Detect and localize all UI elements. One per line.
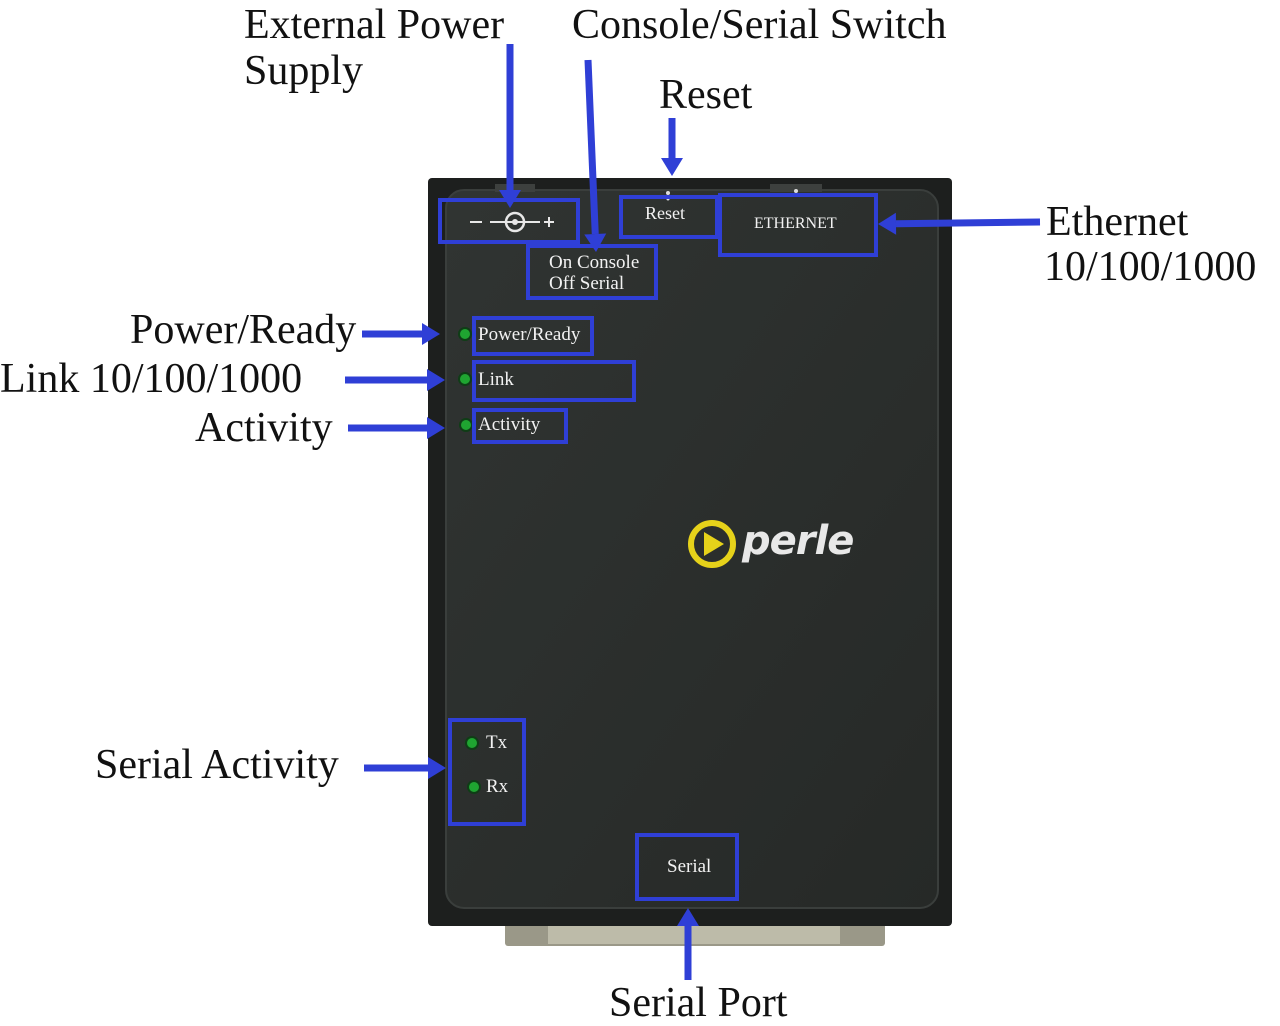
power-jack-symbol — [470, 211, 554, 233]
callout-activity: Activity — [195, 405, 333, 451]
callout-external-power-supply-line1: External Power — [244, 2, 505, 48]
box-ethernet — [718, 193, 878, 257]
callout-ethernet-line2: 10/100/1000 — [1044, 244, 1257, 290]
box-serial-activity — [448, 718, 526, 826]
panel-ethernet-label: ETHERNET — [754, 215, 837, 232]
box-activity — [472, 408, 568, 444]
perle-wordmark: perle — [742, 518, 854, 564]
panel-reset-label: Reset — [645, 203, 685, 223]
panel-switch-on-console: On Console — [549, 252, 640, 273]
arrow-activity — [348, 417, 445, 439]
arrow-reset — [661, 118, 683, 176]
arrow-serial-activity — [364, 757, 446, 779]
callout-console-serial-switch: Console/Serial Switch — [572, 2, 947, 48]
box-serial — [635, 833, 739, 901]
arrow-ethernet — [878, 212, 1041, 235]
perle-logo — [688, 520, 736, 568]
callout-link: Link 10/100/1000 — [0, 356, 303, 402]
panel-led-power-ready: Power/Ready — [478, 324, 581, 345]
panel-led-tx: Tx — [486, 732, 508, 753]
arrow-power-ready — [362, 323, 440, 345]
arrow-console-switch — [584, 59, 607, 252]
panel-serial-label: Serial — [667, 856, 712, 877]
panel-led-link: Link — [478, 369, 514, 390]
box-link — [472, 360, 636, 402]
callout-serial-port: Serial Port — [609, 980, 788, 1026]
callout-serial-activity: Serial Activity — [95, 742, 339, 788]
box-power-ready — [472, 316, 594, 356]
arrow-external-power — [499, 44, 521, 208]
callout-external-power-supply-line2: Supply — [244, 48, 364, 94]
arrow-link — [345, 369, 445, 391]
panel-led-rx: Rx — [486, 776, 509, 797]
panel-switch-off-serial: Off Serial — [549, 273, 625, 294]
panel-led-activity: Activity — [478, 414, 541, 435]
callout-ethernet-line1: Ethernet — [1046, 199, 1189, 245]
callout-power-ready: Power/Ready — [130, 307, 357, 353]
arrow-serial-port — [677, 908, 699, 980]
callout-reset: Reset — [659, 72, 753, 118]
box-reset — [619, 195, 719, 239]
